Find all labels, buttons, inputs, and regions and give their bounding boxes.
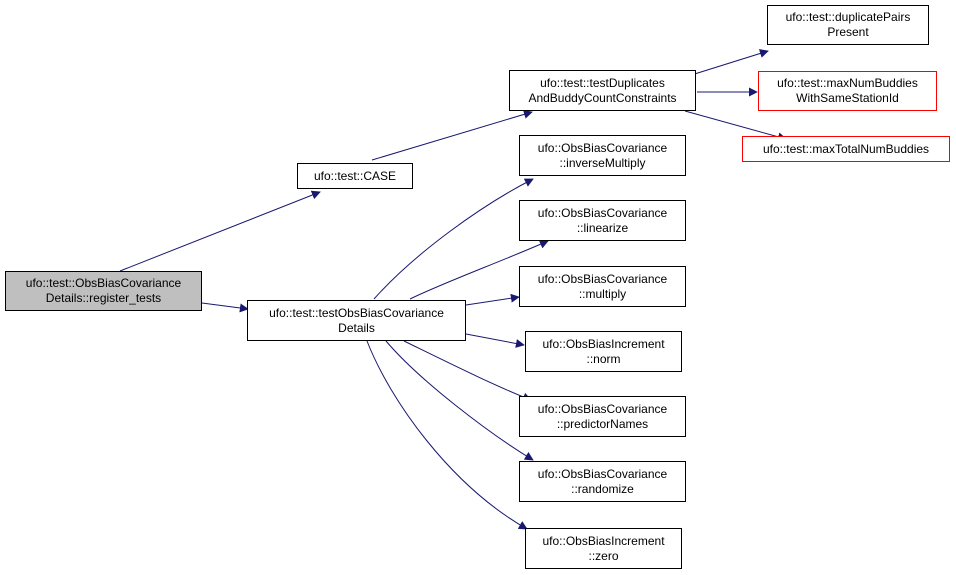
node-label-line1: ufo::ObsBiasCovariance	[537, 401, 668, 416]
node-label-line1: ufo::ObsBiasCovariance	[537, 205, 668, 220]
node-label-line2: ::inverseMultiply	[559, 155, 646, 170]
node-max-num-buddies-with-same-station-id[interactable]: ufo::test::maxNumBuddies WithSameStation…	[758, 71, 937, 111]
node-label-line2: Details	[338, 320, 375, 335]
node-test-case[interactable]: ufo::test::CASE	[297, 163, 413, 189]
edge-case-to-testdup	[371, 110, 533, 161]
node-label-line2: Details::register_tests	[45, 291, 162, 305]
node-label-line2: Present	[827, 25, 869, 39]
edge-testobs-to-rand	[385, 340, 534, 461]
node-label-line1: ufo::test::CASE	[313, 168, 397, 183]
node-label-line2: ::norm	[586, 351, 621, 366]
node-test-obsbiascovariance-details[interactable]: ufo::test::testObsBiasCovariance Details	[247, 300, 466, 341]
node-obsbiascovariance-multiply[interactable]: ufo::ObsBiasCovariance ::multiply	[519, 266, 686, 307]
node-label-line1: ufo::ObsBiasIncrement	[542, 533, 665, 548]
node-label-line1: ufo::ObsBiasCovariance	[537, 271, 668, 286]
node-obsbiascovariance-randomize[interactable]: ufo::ObsBiasCovariance ::randomize	[519, 461, 686, 502]
edge-testobs-to-lin	[409, 240, 549, 300]
node-label-line1: ufo::ObsBiasCovariance	[537, 466, 668, 481]
node-label-line2: ::multiply	[578, 286, 627, 301]
node-label-line2: ::predictorNames	[556, 416, 649, 431]
node-obsbiascovariance-inverse-multiply[interactable]: ufo::ObsBiasCovariance ::inverseMultiply	[519, 135, 686, 176]
node-label-line1: ufo::ObsBiasCovariance	[537, 140, 668, 155]
node-label-line1: ufo::test::duplicatePairs	[785, 10, 911, 24]
node-label-line1: ufo::test::testDuplicates	[540, 75, 665, 90]
node-obsbiascovariance-predictor-names[interactable]: ufo::ObsBiasCovariance ::predictorNames	[519, 396, 686, 437]
node-test-duplicates-and-buddy-count-constraints[interactable]: ufo::test::testDuplicates AndBuddyCountC…	[509, 70, 696, 111]
node-max-total-num-buddies[interactable]: ufo::test::maxTotalNumBuddies	[742, 136, 950, 162]
node-label-line1: ufo::ObsBiasIncrement	[542, 336, 665, 351]
edge-testobs-to-norm	[465, 333, 525, 348]
edge-testdup-to-maxtot	[684, 110, 787, 142]
node-label-line1: ufo::test::ObsBiasCovariance	[25, 276, 182, 290]
node-obsbiasincrement-zero[interactable]: ufo::ObsBiasIncrement ::zero	[525, 528, 682, 569]
edge-root-to-testobs	[201, 302, 249, 313]
node-obsbiascovariance-linearize[interactable]: ufo::ObsBiasCovariance ::linearize	[519, 200, 686, 241]
edge-testdup-to-dupp	[684, 49, 769, 78]
edge-testobs-to-pred	[403, 340, 532, 402]
node-label-line2: ::randomize	[571, 481, 634, 496]
node-obsbiascovariance-register-tests: ufo::test::ObsBiasCovariance Details::re…	[5, 271, 202, 311]
node-label-line2: AndBuddyCountConstraints	[528, 90, 677, 105]
node-label-line2: ::linearize	[576, 220, 629, 235]
node-label-line1: ufo::test::maxNumBuddies	[777, 76, 918, 90]
node-duplicate-pairs-present[interactable]: ufo::test::duplicatePairs Present	[767, 5, 929, 45]
node-label-line1: ufo::test::testObsBiasCovariance	[269, 305, 444, 320]
node-obsbiasincrement-norm[interactable]: ufo::ObsBiasIncrement ::norm	[525, 331, 682, 372]
edge-root-to-case	[119, 190, 321, 272]
node-label-line1: ufo::test::maxTotalNumBuddies	[762, 141, 930, 156]
edge-testobs-to-inv	[373, 178, 534, 300]
edge-testobs-to-mul	[465, 293, 520, 306]
node-label-line2: WithSameStationId	[796, 91, 899, 105]
edge-testobs-to-zero	[366, 340, 528, 530]
node-label-line2: ::zero	[588, 548, 619, 563]
